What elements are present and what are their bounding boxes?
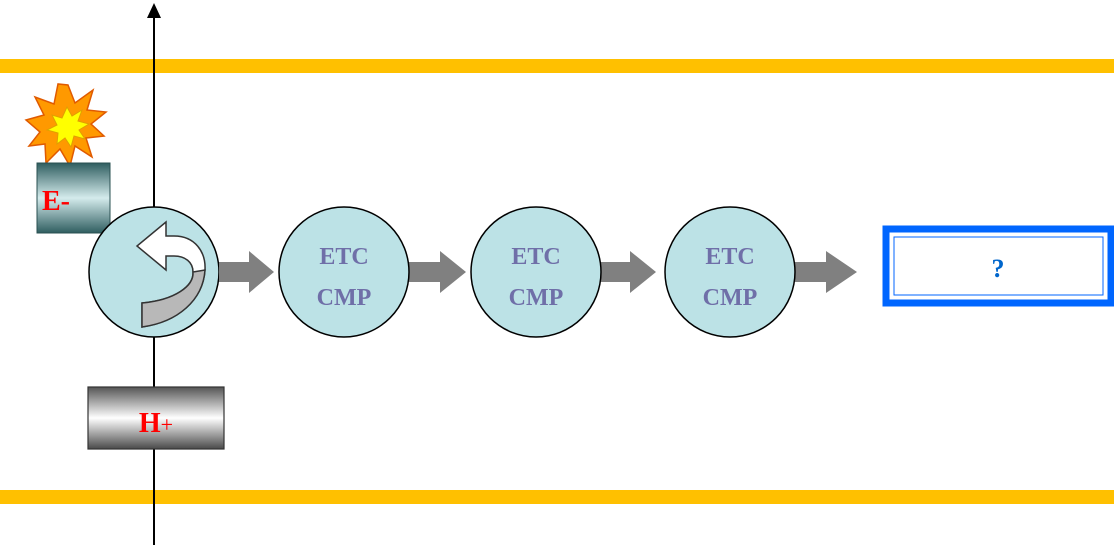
- output-box: [882, 225, 1114, 307]
- etc-component-2-line2: CMP: [509, 285, 564, 311]
- etc-component-1-line1: ETC: [319, 244, 368, 270]
- curved-rotation-arrow-icon: [135, 220, 206, 328]
- flow-arrow-4-icon: [795, 251, 857, 293]
- etc-component-1-line2: CMP: [317, 285, 372, 311]
- flow-arrow-1-icon: [219, 251, 274, 293]
- flow-arrow-2-icon: [409, 251, 466, 293]
- output-label: ?: [992, 254, 1005, 283]
- upper-membrane: [0, 59, 1114, 73]
- explosion-burst-icon: [24, 83, 108, 168]
- etc-component-2: [470, 206, 602, 338]
- proton-label: H+: [139, 408, 173, 439]
- etc-component-1: [278, 206, 410, 338]
- proton-box: [87, 386, 225, 450]
- etc-component-3-line2: CMP: [703, 285, 758, 311]
- etc-component-2-line1: ETC: [511, 244, 560, 270]
- etc-component-3-line1: ETC: [705, 244, 754, 270]
- etc-component-3: [664, 206, 796, 338]
- flow-arrow-3-icon: [600, 251, 656, 293]
- lower-membrane: [0, 490, 1114, 504]
- electron-label: E-: [42, 186, 70, 217]
- axis-arrowhead-icon: [147, 3, 161, 18]
- electron-box: [36, 162, 111, 234]
- output-box-inner-border: [893, 236, 1104, 296]
